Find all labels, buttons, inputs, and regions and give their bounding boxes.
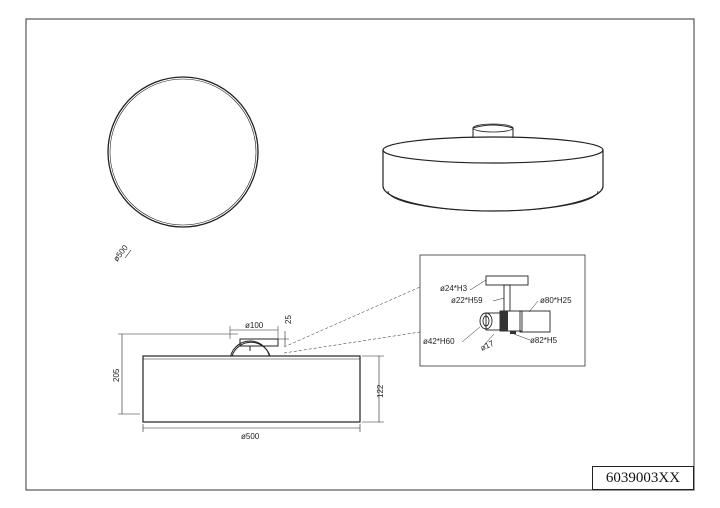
front-shade — [142, 355, 361, 423]
detail-socket — [479, 312, 493, 330]
front-canopy-diameter-label: ø100 — [245, 321, 264, 330]
detail-bulb-label: ø82*H5 — [530, 336, 558, 345]
detail-holder-label: ø42*H60 — [423, 337, 455, 346]
front-canopy-height-label: 25 — [284, 315, 293, 324]
perspective-view — [382, 123, 604, 212]
top-view-diameter-label: ø500 — [111, 243, 130, 263]
detail-rod-label: ø22*H59 — [451, 296, 483, 305]
front-width-label: ø500 — [241, 432, 260, 441]
detail-bulb-cap — [519, 310, 551, 333]
detail-canopy-label: ø24*H3 — [440, 284, 468, 293]
detail-bulb-cap-label: ø80*H25 — [540, 296, 572, 305]
detail-box — [419, 254, 586, 367]
product-code: 6039003XX — [592, 466, 694, 490]
front-view — [118, 286, 421, 432]
front-shade-height-label: 122 — [376, 384, 385, 398]
front-canopy — [239, 338, 279, 347]
front-total-height-label: 205 — [112, 368, 121, 382]
top-view: ø500 — [107, 76, 259, 263]
drawing-border — [25, 18, 695, 491]
detail-view: ø24*H3 ø22*H59 ø80*H25 ø42*H60 ø17 ø82*H… — [419, 254, 586, 367]
top-view-circle — [107, 76, 259, 228]
